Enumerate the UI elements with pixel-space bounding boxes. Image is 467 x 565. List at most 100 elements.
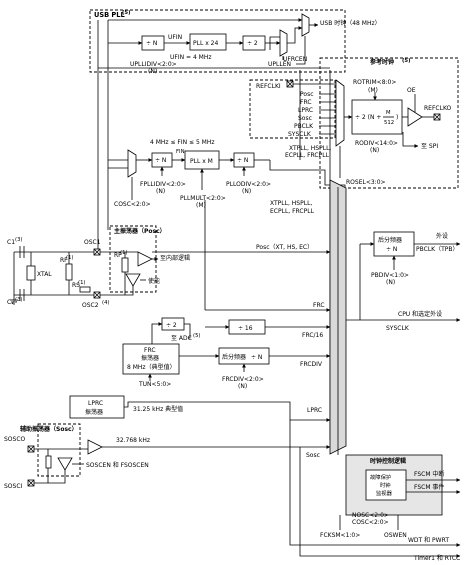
frc-box-l2: 振荡器 — [141, 354, 159, 362]
sysclk-label: SYSCLK — [386, 325, 410, 332]
posc-title: 主振荡器（Posc） — [114, 227, 166, 235]
upllen-label: UPLLEN — [268, 61, 291, 68]
sosc-block — [37, 423, 81, 477]
fscm-l2: 时钟 — [380, 481, 391, 489]
upllen-mux — [301, 13, 310, 37]
frc-postdiv-l2: ÷ N — [251, 354, 262, 361]
frc-box-l3: 8 MHz（典型值） — [127, 363, 176, 371]
posc-enable: 使能 — [148, 277, 160, 285]
rp-sup: (1) — [120, 250, 128, 256]
oe-label: OE — [407, 87, 416, 94]
sosc-enable: SOSCEN 和 FSOSCEN — [86, 461, 149, 469]
posc-out-label: Posc（XT, HS, EC） — [256, 244, 313, 251]
osc1-label: OSC1 — [84, 239, 101, 246]
sosco-label: SOSCO — [4, 436, 26, 443]
rodiv-n: (N) — [370, 147, 379, 154]
xtpll-mid: XTPLL, HSPLL, — [270, 200, 312, 207]
oswen-reg: OSWEN — [384, 532, 407, 539]
ref-input-frc: FRC — [300, 99, 312, 106]
rs-resistor — [79, 286, 91, 293]
usb-pll-sup: (5) — [122, 10, 131, 16]
ref-clock-sup: (5) — [402, 58, 411, 64]
sosc-resistor — [45, 455, 52, 469]
sosc-out-label: Sosc — [306, 452, 320, 459]
tun-reg: TUN<5:0> — [138, 381, 171, 388]
fin-range: 4 MHz ≤ FIN ≤ 5 MHz — [150, 139, 215, 146]
rosel-reg: ROSEL<3:0> — [346, 179, 386, 186]
refclki-label: REFCLKI — [256, 83, 281, 90]
c1-label: C1 — [7, 239, 15, 246]
usb-clock-out: USB 时钟（48 MHz） — [320, 19, 381, 27]
pbclk-label: PBCLK（TPB） — [416, 246, 459, 253]
c1-sup: (3) — [15, 237, 23, 243]
posc-internal: 至内部逻辑 — [160, 254, 190, 262]
upll-div-n: ÷ N — [146, 40, 157, 47]
adc-sup: (5) — [193, 333, 201, 339]
rodiv-reg: RODIV<14:0> — [355, 140, 398, 147]
peripheral-label: 外设 — [436, 232, 448, 240]
ufin-eq: UFIN = 4 MHz — [170, 54, 212, 61]
pllodiv-n-label: ÷ N — [237, 157, 248, 164]
rotrim-m: (M) — [368, 87, 378, 94]
pb-postdiv-l2: ÷ N — [386, 246, 397, 253]
ref-clock-title: 参考时钟 — [369, 58, 394, 66]
lprc-out-label: LPRC — [307, 407, 322, 414]
ref-input-group — [249, 79, 336, 139]
frc-out-label: FRC — [313, 302, 325, 309]
ecpll-mid: ECPLL, FRCPLL — [270, 208, 315, 215]
fpll-div-n: ÷ N — [155, 157, 166, 164]
ref-input-pbclk: PBCLK — [294, 123, 314, 130]
ref-input-list: Posc FRC LPRC Sosc PBCLK SYSCLK — [288, 91, 314, 138]
fpllidiv-n: (N) — [156, 188, 165, 195]
sosc-freq: 32.768 kHz — [116, 437, 150, 444]
ecpll-top: ECPLL, FRCPLL — [285, 152, 330, 159]
rs-label: RS — [72, 282, 80, 289]
pll-xm: PLL x M — [190, 158, 213, 165]
rp-label: RP — [114, 252, 122, 259]
cosc-reg-ctrl: COSC<2:0> — [352, 519, 389, 526]
clock-control-title: 时钟控制逻辑 — [370, 457, 406, 465]
posc-inverter — [125, 273, 141, 287]
frc-div2: ÷ 2 — [166, 322, 177, 329]
fscm-int-label: FSCM 中断 — [414, 470, 444, 478]
ref-div-den: 512 — [384, 120, 394, 126]
sosci-label: SOSCI — [4, 483, 23, 490]
pllmult-m: (M) — [196, 202, 206, 209]
fcksm-reg: FCKSM<1:0> — [320, 532, 360, 539]
clock-control-block — [345, 454, 443, 516]
frc-osc-box — [122, 343, 180, 375]
frcdiv-reg: FRCDIV<2:0> — [222, 376, 264, 383]
pbdiv-n: (N) — [386, 279, 395, 286]
xtal-label: XTAL — [37, 271, 52, 278]
usb-pll-block — [89, 9, 346, 73]
xtpll-top: XTPLL, HSPLL, — [289, 145, 331, 152]
pllmult-reg: PLLMULT<2:0> — [180, 195, 226, 202]
ufrcen-label: UFRCEN — [283, 56, 307, 63]
ref-div-formula: ÷ 2 (N + — [355, 114, 381, 121]
osc2-label: OSC2 — [82, 302, 99, 309]
rf-label: RF — [60, 257, 68, 264]
wdt-pwrt-label: WDT 和 PWRT — [408, 536, 449, 544]
pb-postdiv-l1: 后分频器 — [378, 236, 402, 244]
pbdiv-reg: PBDIV<1:0> — [371, 272, 409, 279]
ufin-label: UFIN — [168, 34, 182, 41]
ref-div-close: ) — [396, 114, 398, 121]
ref-input-lprc: LPRC — [298, 107, 313, 114]
fscm-box — [365, 469, 407, 501]
frcdiv-out-label: FRCDIV — [300, 361, 323, 368]
ref-input-posc: Posc — [300, 91, 314, 98]
usb-pll-title: USB PLL — [94, 11, 125, 19]
rp-resistor — [121, 257, 129, 273]
to-adc: 至 ADC — [171, 335, 192, 342]
rf-sup: (1) — [66, 255, 74, 261]
rs-sup: (1) — [78, 280, 86, 286]
frc16-out-label: FRC/16 — [302, 332, 323, 339]
upllidiv-n: (N) — [148, 68, 157, 75]
upllidiv-reg: UPLLIDIV<2:0> — [130, 61, 177, 68]
timer1-rtcc-label: Timer1 和 RTCC — [413, 554, 460, 562]
to-spi: 至 SPI — [421, 143, 438, 150]
upll-x24: PLL x 24 — [193, 40, 218, 47]
ref-input-sosc: Sosc — [298, 115, 312, 122]
